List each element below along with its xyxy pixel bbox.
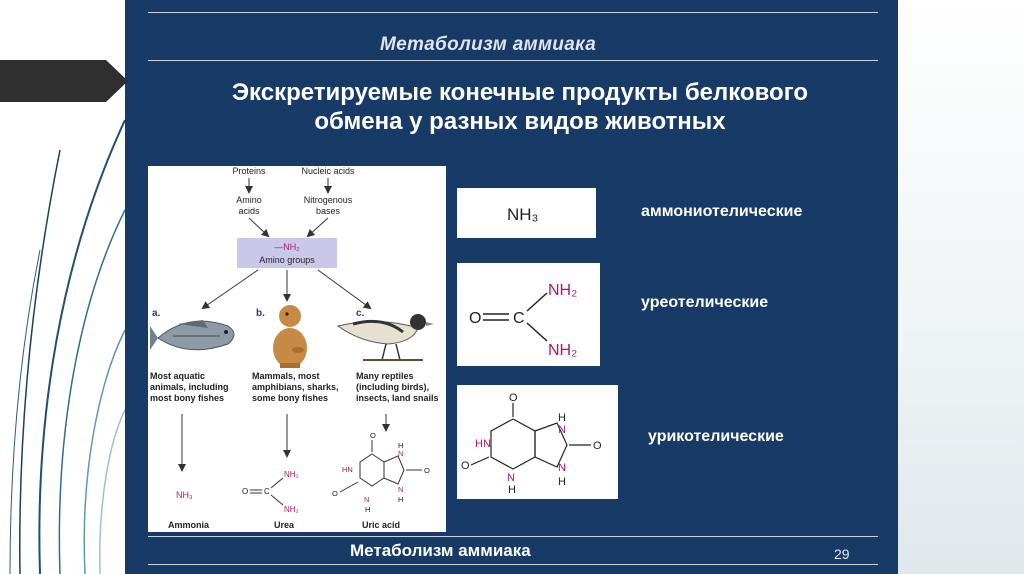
uric-acid-formula-box: O HN N H O H N N H O [457, 385, 618, 499]
amino-groups-label: Amino groups [259, 255, 315, 265]
svg-text:O: O [461, 460, 470, 472]
letter-b: b. [256, 308, 265, 319]
title-line-1: Экскретируемые конечные продукты белково… [231, 79, 809, 106]
ammonia-formula: NH₃ [176, 490, 193, 500]
footer-bottom-line [148, 564, 878, 565]
urea-label: Urea [274, 520, 295, 530]
bird-icon [336, 314, 434, 361]
svg-text:O: O [424, 466, 430, 475]
desc-a-line1: Most aquatic [150, 371, 205, 381]
svg-text:NH₂: NH₂ [284, 505, 299, 514]
urea-nh2-top: NH₂ [548, 282, 577, 299]
uric-acid-label: Uric acid [362, 520, 400, 530]
svg-text:O: O [332, 489, 338, 498]
svg-text:HN: HN [475, 438, 491, 450]
ammonia-label: Ammonia [168, 520, 210, 530]
ammonia-formula-box: NH₃ [457, 188, 596, 238]
desc-b-line3: some bony fishes [252, 393, 328, 403]
excretion-diagram: Proteins Nucleic acids Amino acids Nitro… [148, 166, 446, 532]
header-top-line [148, 12, 878, 13]
uric-acid-structure-small: O HN N H O N H N H O [332, 431, 430, 514]
nh3-formula: NH₃ [507, 205, 538, 224]
arrow-to-a [201, 269, 259, 310]
svg-text:O: O [370, 431, 376, 440]
urea-formula-box: O C NH₂ NH₂ [457, 263, 600, 366]
svg-text:O: O [593, 440, 602, 452]
arrow-to-c [317, 269, 372, 310]
svg-text:N: N [507, 472, 515, 484]
header-title: Метаболизм аммиака [380, 34, 597, 55]
urea-c: C [513, 310, 525, 327]
desc-c-line1: Many reptiles [356, 371, 414, 381]
desc-a-line2: animals, including [150, 382, 229, 392]
nucleic-acids-label: Nucleic acids [301, 166, 355, 176]
svg-text:HN: HN [342, 465, 353, 474]
page-number: 29 [834, 546, 850, 562]
desc-b-line2: amphibians, sharks, [252, 382, 339, 392]
excretion-diagram-svg: Proteins Nucleic acids Amino acids Nitro… [150, 166, 439, 530]
arrow-nitro [306, 217, 329, 238]
svg-text:N: N [398, 449, 403, 458]
svg-text:H: H [558, 476, 566, 488]
page-title: Экскретируемые конечные продукты белково… [160, 78, 880, 136]
svg-text:H: H [558, 412, 566, 424]
uricotelic-label: урикотелические [648, 428, 784, 445]
footer-top-line [148, 536, 878, 537]
svg-text:O: O [509, 392, 518, 404]
title-line-2: обмена у разных видов животных [314, 108, 726, 135]
svg-text:N: N [558, 462, 566, 474]
nitrogenous-line2: bases [316, 206, 341, 216]
fish-icon [150, 320, 235, 351]
ammonotelic-label: аммониотелические [641, 203, 803, 220]
amino-groups-box [237, 238, 337, 268]
desc-b-line1: Mammals, most [252, 371, 320, 381]
proteins-label: Proteins [232, 166, 266, 176]
svg-text:H: H [508, 484, 516, 496]
amino-acids-line1: Amino [236, 195, 262, 205]
nitrogenous-line1: Nitrogenous [304, 195, 353, 205]
desc-a-line3: most bony fishes [150, 393, 224, 403]
letter-c: c. [356, 308, 365, 319]
svg-text:H: H [398, 495, 403, 504]
desc-c-line3: insects, land snails [356, 393, 439, 403]
urea-nh2-bottom: NH₂ [548, 342, 577, 359]
svg-text:C: C [264, 487, 270, 496]
svg-text:N: N [558, 424, 566, 436]
svg-text:H: H [365, 505, 370, 514]
mammal-icon [273, 305, 307, 368]
desc-c-line2: (including birds), [356, 382, 429, 392]
footer-title: Метаболизм аммиака [350, 541, 531, 560]
urea-structure-small: O C NH₂ NH₂ [242, 470, 299, 514]
arrow-tab-icon [0, 60, 128, 102]
amino-group-formula: —NH₂ [274, 242, 300, 252]
svg-text:NH₂: NH₂ [284, 470, 299, 479]
svg-text:N: N [398, 485, 403, 494]
svg-text:H: H [398, 441, 403, 450]
header-divider [148, 60, 878, 61]
right-decoration [898, 0, 1024, 574]
svg-text:N: N [364, 495, 369, 504]
svg-text:O: O [242, 487, 248, 496]
arrow-amino [248, 217, 270, 238]
ureotelic-label: уреотелические [641, 294, 769, 311]
urea-o: O [469, 310, 481, 327]
letter-a: a. [152, 308, 161, 319]
amino-acids-line2: acids [238, 206, 260, 216]
